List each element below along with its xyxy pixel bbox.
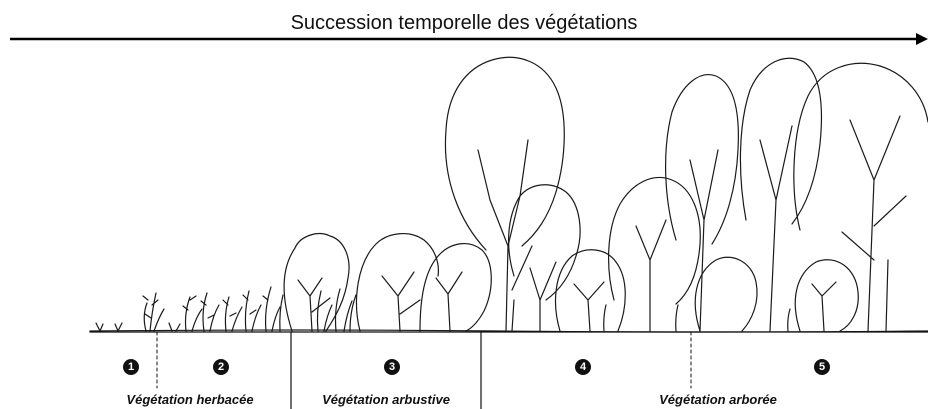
stage-marker-2: 2 [213,359,229,375]
time-arrow [10,33,928,45]
stage-marker-1: 1 [123,359,139,375]
stage-number-5: 5 [819,361,825,373]
label-herbaceous: Végétation herbacée [126,392,253,407]
stage-marker-4: 4 [575,359,591,375]
label-tree: Végétation arborée [659,392,777,407]
shrubs [284,234,491,331]
label-shrub: Végétation arbustive [322,392,450,407]
stage-marker-5: 5 [814,359,830,375]
stage-number-4: 4 [580,361,587,373]
stage-number-2: 2 [218,361,224,373]
stage-number-3: 3 [389,361,395,373]
stage-marker-3: 3 [384,359,400,375]
trees [445,57,928,331]
herbaceous-grass [96,287,283,331]
stage-number-1: 1 [128,361,134,373]
